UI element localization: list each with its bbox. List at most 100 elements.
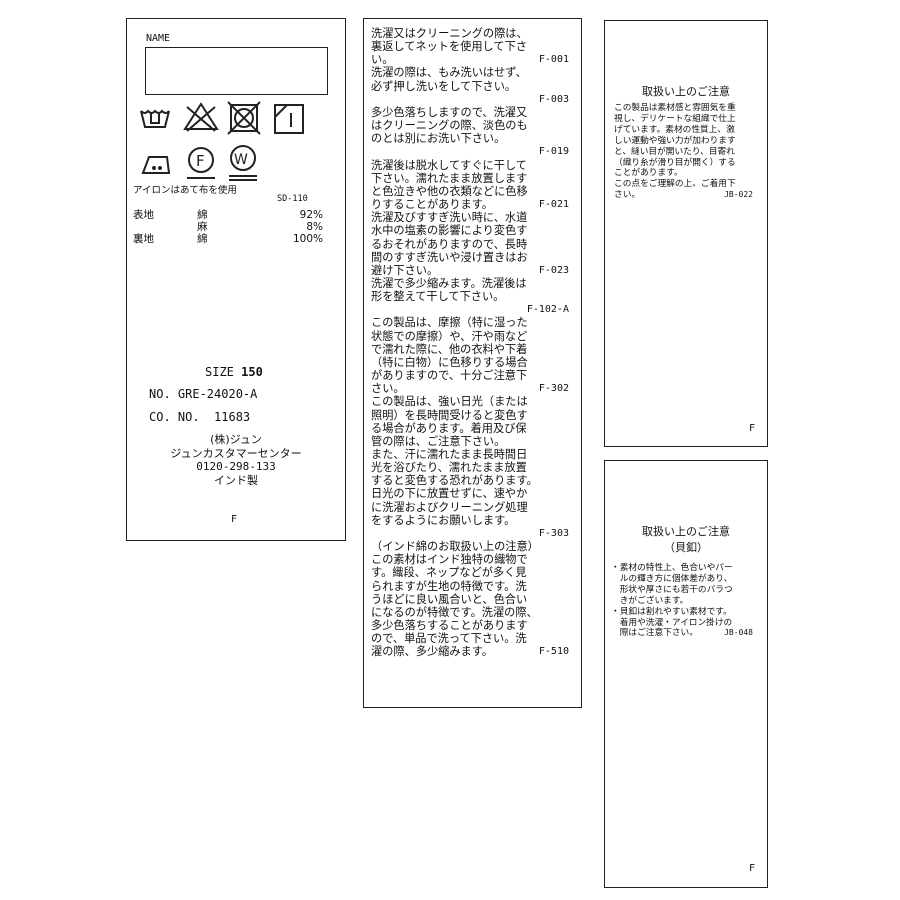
line-text: す。織段、ネップなどが多く見 — [371, 566, 527, 580]
text-line: になるのが特徴です。洗濯の際、 — [371, 606, 569, 619]
text-line: F-102-A — [371, 303, 569, 316]
line-text: るおそれがありますので、長時 — [371, 237, 528, 251]
line-text: 間のすすぎ洗いや浸け置きはお — [371, 250, 528, 264]
product-number: NO. GRE-24020-A — [149, 387, 258, 401]
text-line: で濡れた際に、他の衣料や下着 — [371, 343, 569, 356]
text-line: りすることがあります。 F-021 — [371, 198, 569, 211]
caution-title: 取扱い上のご注意 — [642, 525, 730, 538]
line-text: 洗濯の際は、もみ洗いはせず、 — [371, 66, 527, 80]
material-part — [133, 221, 197, 233]
label-mark: F — [749, 423, 756, 434]
text-line: ・素材の特性上、色合いやパー — [611, 563, 753, 574]
line-text: この製品は、摩擦（特に湿った — [371, 316, 528, 330]
line-text: になるのが特徴です。洗濯の際、 — [371, 605, 538, 619]
text-line: ことがあります。 — [614, 168, 753, 179]
line-text: 下さい。濡れたまま放置します — [371, 171, 528, 185]
line-code: F-303 — [538, 527, 569, 539]
text-line: この点をご理解の上、ご着用下 — [614, 179, 753, 190]
line-text: 視し、デリケートな組織で仕上 — [614, 113, 736, 124]
line-text: 形状や厚さにも若干のバラつ — [611, 584, 733, 595]
text-line: 洗濯及びすすぎ洗い時に、水道 — [371, 211, 569, 224]
text-line: 形を整えて干して下さい。 — [371, 290, 569, 303]
no-tumble-dry-icon — [227, 101, 261, 135]
name-field[interactable] — [145, 47, 328, 95]
svg-text:F: F — [196, 152, 205, 170]
label-mark: F — [231, 514, 238, 525]
material-percent: 100% — [292, 233, 323, 245]
text-line: 洗濯で多少縮みます。洗濯後は — [371, 277, 569, 290]
text-line: 状態での摩擦）や、汗や雨など — [371, 330, 569, 343]
line-text: この点をご理解の上、ご着用下 — [614, 179, 736, 190]
text-line: 視し、デリケートな組織で仕上 — [614, 114, 753, 125]
svg-text:W: W — [234, 152, 248, 168]
text-line: 光を浴びたり、濡れたまま放置 — [371, 461, 569, 474]
caution-lines: ・素材の特性上、色合いやパー ルの輝き方に個体差があり、 形状や厚さにも若干のバ… — [611, 563, 753, 639]
text-line: るおそれがありますので、長時 — [371, 238, 569, 251]
line-text: 状態での摩擦）や、汗や雨など — [371, 329, 528, 343]
line-text: 洗濯又はクリーニングの際は、 — [371, 27, 528, 40]
no-bleach-icon — [183, 102, 219, 132]
line-text: 必ず押し洗いをして下さい。 — [371, 79, 517, 93]
line-text: 光を浴びたり、濡れたまま放置 — [371, 461, 527, 475]
line-text: また、汗に濡れたまま長時間日 — [371, 448, 528, 461]
text-line: この製品は、摩擦（特に湿った — [371, 316, 569, 329]
line-text: 日光の下に放置せずに、速やか — [371, 487, 528, 501]
line-text: りすることがあります。 — [371, 198, 493, 212]
text-line: 多少色落ちすることがあります — [371, 619, 569, 632]
line-text: で濡れた際に、他の衣料や下着 — [371, 342, 528, 356]
text-line: すると変色する恐れがあります。 — [371, 474, 569, 487]
iron-note: アイロンはあて布を使用 — [133, 185, 237, 196]
line-text: うほどに良い風合いと、色合い — [371, 592, 528, 606]
line-text: （織り糸が滑り目が開く）する — [614, 157, 736, 168]
line-text: 着用や洗濯・アイロン掛けの — [611, 617, 733, 628]
text-line: 間のすすぎ洗いや浸け置きはお — [371, 251, 569, 264]
material-part: 裏地 — [133, 233, 154, 245]
size: SIZE 150 — [205, 365, 263, 379]
text-line: 洗濯の際は、もみ洗いはせず、 — [371, 66, 569, 79]
line-text: と色泣きや他の衣類などに色移 — [371, 184, 528, 198]
line-text: 照明）を長時間受けると変色す — [371, 408, 528, 422]
line-text: しい運動や強い力が加わります — [614, 135, 736, 146]
text-line: 水中の塩素の影響により変色す — [371, 224, 569, 237]
line-text: 管の際は、ご注意下さい。 — [371, 434, 506, 448]
text-line: い。F-001 — [371, 53, 569, 66]
line-code: JB-022 — [724, 190, 753, 200]
line-code: F-019 — [538, 146, 569, 158]
company-info: (株)ジュン ジュンカスタマーセンター 0120-298-133 インド製 — [127, 433, 345, 487]
text-line: F-003 — [371, 93, 569, 106]
text-line: F-019 — [371, 145, 569, 158]
line-code: F-023 — [538, 264, 569, 276]
text-line: さい。JB-022 — [614, 190, 753, 201]
line-text: この製品は素材感と雰囲気を重 — [614, 103, 736, 113]
company-number: CO. NO. 11683 — [149, 410, 251, 424]
care-label-shell-button: 取扱い上のご注意 （貝釦） ・素材の特性上、色合いやパー ルの輝き方に個体差があ… — [604, 460, 768, 888]
text-line: をするようにお願いします。 — [371, 514, 569, 527]
caution-lines: この製品は素材感と雰囲気を重視し、デリケートな組織で仕上げています。素材の性質上… — [614, 103, 753, 201]
line-code: F-021 — [538, 199, 569, 211]
text-line: 管の際は、ご注意下さい。 — [371, 435, 569, 448]
text-line: （織り糸が滑り目が開く）する — [614, 158, 753, 169]
phone-number: 0120-298-133 — [196, 460, 276, 473]
line-text: ルの輝き方に個体差があり、 — [611, 573, 733, 584]
text-line: す。織段、ネップなどが多く見 — [371, 566, 569, 579]
care-code: SD-110 — [277, 194, 308, 204]
text-line: 下さい。濡れたまま放置します — [371, 172, 569, 185]
material-percent: 8% — [306, 221, 323, 233]
line-text: をするようにお願いします。 — [371, 513, 516, 527]
text-line: はクリーニングの際、淡色のも — [371, 119, 569, 132]
text-line: のとは別にお洗い下さい。 — [371, 132, 569, 145]
material-percent: 92% — [299, 209, 323, 221]
line-text: 洗濯後は脱水してすぐに干して — [371, 158, 527, 172]
line-code: F-003 — [538, 93, 569, 105]
care-symbols: F W — [140, 101, 304, 181]
material-part: 表地 — [133, 209, 154, 221]
line-text: がありますので、十分ご注意下 — [371, 369, 528, 383]
line-text: この製品は、強い日光（または — [371, 395, 528, 409]
line-text: 避け下さい。 — [371, 263, 439, 277]
text-line: この製品は、強い日光（または — [371, 395, 569, 408]
line-text: られますが生地の特徴です。洗 — [371, 579, 527, 593]
